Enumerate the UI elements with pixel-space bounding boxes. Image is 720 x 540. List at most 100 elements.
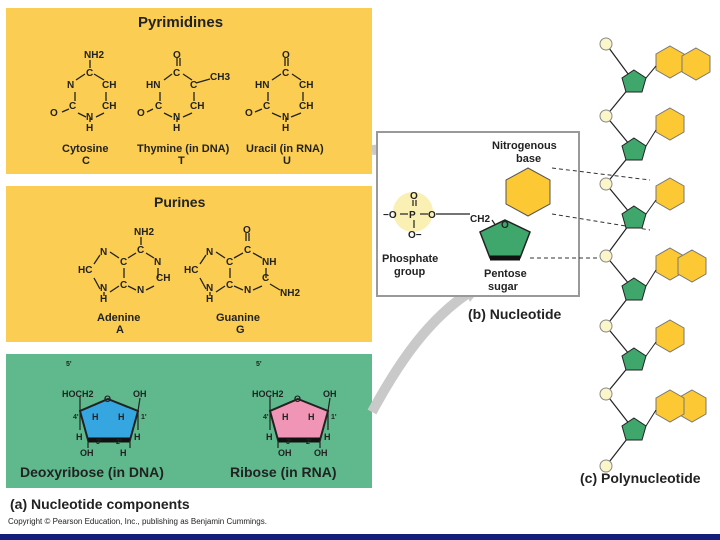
pyrimidines-structures: NH2 N C CH C CH O N H O HN C C CH3 C CH … <box>50 50 313 134</box>
deoxyribose-atom-h-left: H <box>92 412 99 422</box>
cytosine-atom-ch5: CH <box>102 80 116 91</box>
nucleotide-caption: (b) Nucleotide <box>468 306 562 322</box>
thymine-atom-h: H <box>173 123 180 134</box>
ribose-num-5: 5' <box>256 361 262 368</box>
cytosine-atom-n1: N <box>86 112 93 123</box>
phosphate-o-left: −O <box>383 210 397 221</box>
deoxyribose-atom-o: O <box>104 394 111 404</box>
nucleotide-base-hexagon <box>505 167 551 217</box>
adenine-atom-ch2: CH <box>156 273 170 284</box>
purines-structures: NH2 C N C N HC C CH N N H O C N C NH HC … <box>78 225 300 305</box>
uracil-atom-c2: C <box>263 101 270 112</box>
ribose-label: Ribose (in RNA) <box>230 464 337 480</box>
guanine-atom-c5: C <box>226 257 233 268</box>
guanine-atom-c6: C <box>244 245 251 256</box>
purines-panel <box>6 186 372 342</box>
uracil-name: Uracil (in RNA) <box>246 143 324 155</box>
adenine-atom-h: H <box>100 294 107 305</box>
deoxyribose-num-3: 3' <box>96 439 102 446</box>
deoxyribose-label: Deoxyribose (in DNA) <box>20 464 164 480</box>
ribose-atom-h-1: H <box>324 432 331 442</box>
thymine-atom-c4: C <box>173 68 180 79</box>
uracil-atom-n1: N <box>282 112 289 123</box>
deoxyribose-num-4: 4' <box>73 414 79 421</box>
phosphate-group-label-1: Phosphate <box>382 253 439 265</box>
guanine-code: G <box>236 324 245 336</box>
polynucleotide-bases <box>655 45 711 423</box>
cytosine-atom-n3: N <box>67 80 74 91</box>
thymine-atom-hn: HN <box>146 80 160 91</box>
thymine-atom-o: O <box>137 108 145 119</box>
uracil-atom-h: H <box>282 123 289 134</box>
guanine-atom-c4: C <box>226 280 233 291</box>
ribose-bonds <box>269 396 331 448</box>
cytosine-atom-h: H <box>86 123 93 134</box>
guanine-atom-o: O <box>243 225 251 236</box>
ribose-atom-oh-3: OH <box>278 448 292 458</box>
guanine-atom-n9: N <box>206 283 213 294</box>
adenine-atom-hc: HC <box>78 265 92 276</box>
deoxyribose-num-5: 5' <box>66 361 72 368</box>
cytosine-atom-c2: C <box>69 101 76 112</box>
cytosine-atom-o: O <box>50 108 58 119</box>
adenine-atom-n-top: N <box>100 247 107 258</box>
phosphate-group-label-2: group <box>394 266 426 278</box>
thymine-atom-o-top: O <box>173 50 181 61</box>
deoxyribose-atom-h-right: H <box>118 412 125 422</box>
ribose-atom-oh-2: OH <box>314 448 328 458</box>
deoxyribose-atom-h-1: H <box>134 432 141 442</box>
ribose-atom-h-left: H <box>282 412 289 422</box>
ribose-num-3: 3' <box>286 439 292 446</box>
components-caption: (a) Nucleotide components <box>10 496 190 512</box>
bottom-bar <box>0 534 720 540</box>
deoxyribose-atom-h-2: H <box>120 448 127 458</box>
ribose-atom-h-right: H <box>308 412 315 422</box>
cytosine-code: C <box>82 155 90 167</box>
thymine-code: T <box>178 155 185 167</box>
ribose-atom-h-4: H <box>266 432 273 442</box>
adenine-atom-c5: C <box>120 257 127 268</box>
deoxyribose-num-2: 2' <box>116 439 122 446</box>
guanine-atom-hc: HC <box>184 265 198 276</box>
uracil-atom-o: O <box>245 108 253 119</box>
guanine-atom-nh2: NH2 <box>280 288 300 299</box>
thymine-atom-n1: N <box>173 112 180 123</box>
ribose-num-2: 2' <box>306 439 312 446</box>
pyrimidines-title: Pyrimidines <box>138 14 224 31</box>
phosphate-p: P <box>409 210 416 221</box>
ribose-atom-oh-top: OH <box>323 389 337 399</box>
guanine-atom-n3: N <box>244 285 251 296</box>
ribose-atom-hoch2: HOCH2 <box>252 389 284 399</box>
sugar-structures: 5' HOCH2 O OH 4' H H 1' H H 3' 2' OH H 5… <box>62 361 337 458</box>
adenine-atom-n9: N <box>100 283 107 294</box>
guanine-atom-n-top: N <box>206 247 213 258</box>
ribose-atom-o: O <box>294 394 301 404</box>
ribose-num-1: 1' <box>331 414 337 421</box>
adenine-atom-c6: C <box>137 245 144 256</box>
phosphate-o-bottom: O− <box>408 230 422 241</box>
pyrimidines-panel <box>6 8 372 174</box>
polynucleotide-sugars <box>621 69 647 441</box>
phosphate-o-top: O <box>410 191 418 202</box>
uracil-atom-ch6: CH <box>299 101 313 112</box>
thymine-name: Thymine (in DNA) <box>137 143 230 155</box>
adenine-atom-n1: N <box>154 257 161 268</box>
thymine-atom-c5: C <box>190 80 197 91</box>
polynucleotide-guides <box>530 167 651 259</box>
nitrogenous-base-label-1: Nitrogenous <box>492 140 557 152</box>
thymine-structure <box>146 58 211 122</box>
pentose-sugar-label-1: Pentose <box>484 268 527 280</box>
cytosine-atom-ch6: CH <box>102 101 116 112</box>
deoxyribose-num-1: 1' <box>141 414 147 421</box>
cytosine-atom-c4: C <box>86 68 93 79</box>
copyright-text: Copyright © Pearson Education, Inc., pub… <box>8 517 267 526</box>
thymine-atom-c2: C <box>155 101 162 112</box>
uracil-atom-o-top: O <box>282 50 290 61</box>
deoxyribose-atom-oh-3: OH <box>80 448 94 458</box>
pentose-sugar-label-2: sugar <box>488 281 518 293</box>
cytosine-name: Cytosine <box>62 143 109 155</box>
guanine-name: Guanine <box>216 312 261 324</box>
thymine-atom-ch6: CH <box>190 101 204 112</box>
